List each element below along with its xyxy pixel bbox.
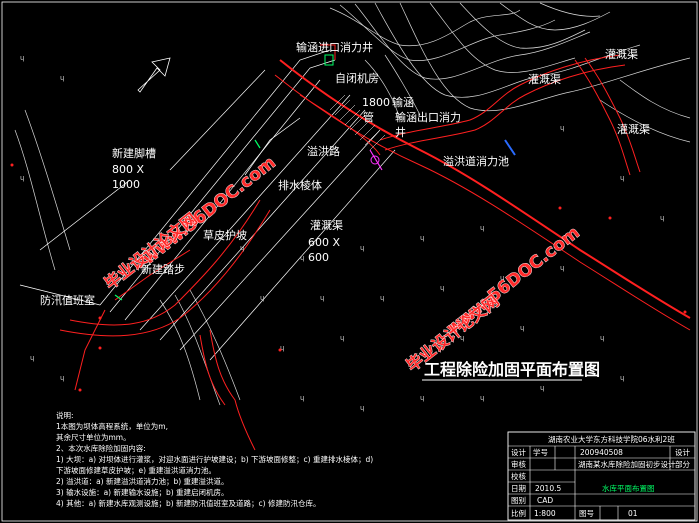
label-drain-prism: 排水棱体 bbox=[278, 178, 322, 192]
elevation-marks bbox=[10, 163, 687, 392]
tb-r5-a: 图别 bbox=[511, 496, 526, 505]
svg-text:ɥ: ɥ bbox=[30, 354, 34, 362]
label-channel-size-1: 600 X bbox=[308, 236, 340, 249]
tb-r6-a: 比例 bbox=[511, 508, 526, 518]
label-grass-slope: 草皮护坡 bbox=[203, 228, 247, 242]
label-spillway-pool: 溢洪道消力池 bbox=[443, 154, 509, 168]
svg-text:ɥ: ɥ bbox=[540, 384, 544, 392]
tb-r1-c: 200940508 bbox=[580, 448, 623, 457]
label-foot-wall-size-1: 800 X bbox=[112, 163, 144, 176]
tb-r2-c: 湖南某水库除险加固初步设计 bbox=[578, 459, 676, 469]
svg-text:ɥ: ɥ bbox=[360, 244, 364, 252]
tb-r6-d: 01 bbox=[628, 509, 638, 518]
label-new-foot-wall: 新建脚槽 bbox=[112, 146, 156, 160]
svg-text:ɥ: ɥ bbox=[420, 394, 424, 402]
notes-line: 1本图为坝体高程系统，单位为m, bbox=[56, 421, 168, 431]
title-block: 湖南农业大学东方科技学院06水利2班 设计 学号 200940508 设计 审核… bbox=[507, 431, 696, 521]
tb-r1-a: 设计 bbox=[511, 447, 526, 457]
label-flood-room: 防汛值班室 bbox=[40, 293, 95, 307]
svg-text:ɥ: ɥ bbox=[300, 254, 304, 262]
label-new-step: 新建踏步 bbox=[141, 262, 185, 276]
svg-text:ɥ: ɥ bbox=[20, 174, 24, 182]
tb-r5-b: CAD bbox=[537, 496, 553, 505]
label-culvert-pipe: 管 bbox=[363, 110, 374, 124]
label-irrigation-right: 灌溉渠 bbox=[617, 123, 650, 136]
svg-text:ɥ: ɥ bbox=[420, 234, 424, 242]
tb-r2-a: 审核 bbox=[511, 459, 526, 469]
label-channel-size-2: 600 bbox=[308, 251, 329, 264]
drawing-labels: 输涵进口消力井 自闭机房 1800 输涵 管 输涵出口消力 井 灌溉渠 灌溉渠 … bbox=[40, 40, 650, 307]
north-arrow-icon bbox=[137, 57, 171, 93]
label-dike-out-2: 井 bbox=[395, 125, 406, 139]
accent-marks bbox=[114, 54, 516, 301]
notes-line: 2) 溢洪道：a) 新建溢洪道消力池；b) 重建溢洪道。 bbox=[56, 476, 229, 486]
svg-text:ɥ: ɥ bbox=[20, 54, 24, 62]
drawing-title: 工程除险加固平面布置图 bbox=[424, 360, 600, 379]
svg-text:ɥ: ɥ bbox=[360, 404, 364, 412]
notes-line: 其余尺寸单位为mm。 bbox=[56, 432, 131, 442]
tb-r4-b: 2010.5 bbox=[535, 484, 561, 493]
dam-outline bbox=[19, 49, 396, 361]
svg-text:ɥ: ɥ bbox=[60, 374, 64, 382]
tb-r1-b: 学号 bbox=[533, 447, 548, 457]
svg-text:ɥ: ɥ bbox=[320, 294, 324, 302]
svg-text:ɥ: ɥ bbox=[620, 174, 624, 182]
svg-text:ɥ: ɥ bbox=[520, 324, 524, 332]
tb-r3-a: 校核 bbox=[511, 471, 526, 481]
label-dike-out: 输涵出口消力 bbox=[395, 110, 461, 124]
spillway-hatch bbox=[329, 94, 386, 151]
svg-text:ɥ: ɥ bbox=[500, 274, 504, 282]
notes-heading: 说明: bbox=[56, 410, 74, 420]
svg-text:ɥ: ɥ bbox=[380, 294, 384, 302]
contour-lines bbox=[14, 2, 691, 406]
tb-r6-b: 1:800 bbox=[534, 509, 556, 518]
svg-text:ɥ: ɥ bbox=[60, 74, 64, 82]
tb-r4-a: 日期 bbox=[511, 484, 526, 493]
tb-drawing-name: 水库平面布置图 bbox=[602, 483, 655, 493]
tb-r6-c: 图号 bbox=[579, 509, 594, 518]
svg-text:ɥ: ɥ bbox=[440, 284, 444, 292]
svg-text:ɥ: ɥ bbox=[560, 124, 564, 132]
label-culvert-mark: 输涵 bbox=[392, 95, 414, 109]
notes-line: 1) 大坝：a) 对坝体进行灌浆，对迎水面进行护坡建设；b) 下游坡面修整；c)… bbox=[56, 454, 373, 464]
svg-text:ɥ: ɥ bbox=[260, 294, 264, 302]
svg-text:ɥ: ɥ bbox=[560, 264, 564, 272]
notes-line: 下游坡面修建草皮护坡；e) 重建溢洪道消力池。 bbox=[56, 465, 216, 475]
grass-symbols: ɥ ɥ ɥ ɥ ɥ ɥ ɥ ɥ ɥ ɥ ɥ ɥ ɥ ɥ ɥ ɥ ɥ ɥ ɥ ɥ … bbox=[20, 54, 664, 412]
svg-text:ɥ: ɥ bbox=[480, 224, 484, 232]
label-culvert-size: 1800 bbox=[362, 96, 390, 109]
label-spillway-road: 溢洪路 bbox=[307, 144, 340, 158]
notes-line: 4) 其他：a) 新建水库观测设施；b) 新建防汛值班室及道路；c) 修建防汛仓… bbox=[56, 498, 321, 508]
notes-block: 说明: 1本图为坝体高程系统，单位为m, 其余尺寸单位为mm。 2、本次水库除险… bbox=[56, 410, 373, 508]
svg-text:ɥ: ɥ bbox=[460, 334, 464, 342]
svg-text:ɥ: ɥ bbox=[300, 394, 304, 402]
svg-text:ɥ: ɥ bbox=[480, 394, 484, 402]
svg-text:ɥ: ɥ bbox=[600, 334, 604, 342]
label-self-control: 自闭机房 bbox=[335, 71, 379, 85]
svg-text:ɥ: ɥ bbox=[660, 214, 664, 222]
label-foot-wall-size-2: 1000 bbox=[112, 178, 140, 191]
svg-text:ɥ: ɥ bbox=[280, 344, 284, 352]
tb-r1-d: 设计 bbox=[675, 447, 690, 457]
label-dike-in: 输涵进口消力井 bbox=[296, 40, 373, 54]
notes-line: 3) 输水设施：a) 新建输水设施；b) 重建启闭机房。 bbox=[56, 487, 229, 497]
svg-text:ɥ: ɥ bbox=[340, 334, 344, 342]
label-irrigation-channel: 灌溉渠 bbox=[310, 219, 343, 232]
svg-text:ɥ: ɥ bbox=[240, 244, 244, 252]
notes-line: 2、本次水库除险加固内容: bbox=[56, 443, 146, 453]
tb-r2-d: 部分 bbox=[675, 459, 690, 469]
label-irrigation-top-right: 灌溉渠 bbox=[605, 48, 638, 61]
label-irrigation-mid: 灌溉渠 bbox=[528, 73, 561, 86]
tb-institution: 湖南农业大学东方科技学院06水利2班 bbox=[548, 434, 675, 444]
svg-text:ɥ: ɥ bbox=[620, 374, 624, 382]
